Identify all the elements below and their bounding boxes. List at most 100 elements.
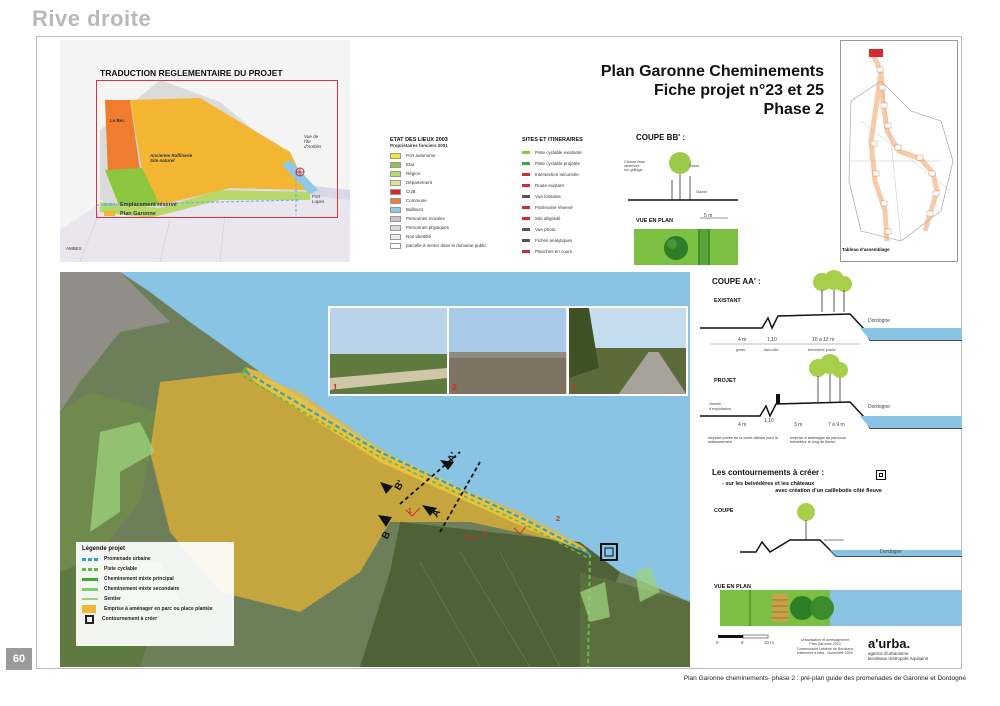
regulatory-map xyxy=(60,40,350,262)
scale-0: 0 xyxy=(716,640,719,645)
legend-swatch xyxy=(390,161,401,168)
marker-view-1: 1 xyxy=(408,508,412,515)
aa-dim-p2: 1,10 xyxy=(764,418,774,424)
legend-label: Patrimoine réservé xyxy=(535,205,573,210)
regulatory-title: TRADUCTION REGLEMENTAIRE DU PROJET xyxy=(100,68,283,78)
bb-plan-label: VUE EN PLAN xyxy=(636,218,673,224)
legend-swatch xyxy=(390,206,401,213)
logo-sub1: agence d'urbanisme xyxy=(868,651,909,656)
photo-2-image xyxy=(449,308,567,394)
legend-label: Emplacement réservé xyxy=(120,201,177,208)
legend-swatch xyxy=(522,217,530,220)
legend-swatch xyxy=(82,598,98,600)
legend-swatch xyxy=(390,179,401,186)
legend-subtitle: Propriétaires fonciers 2001 xyxy=(390,143,448,148)
assembly-map-drawing xyxy=(848,49,954,242)
photo-1-image xyxy=(330,308,448,394)
contournement-river: Dordogne xyxy=(880,549,902,555)
legend-swatch xyxy=(82,587,98,591)
legend-label: Site dégradé xyxy=(535,216,561,221)
legend-swatch xyxy=(104,203,115,206)
aa-dim-p3: 3 m xyxy=(794,422,803,428)
project-legend-item: Cheminement mixte secondaire xyxy=(82,584,228,594)
title-line1: Plan Garonne Cheminements xyxy=(600,63,824,80)
contournement-icon xyxy=(876,470,886,480)
aa-projet-label: PROJET xyxy=(714,378,737,384)
aa-proj-note: chemin d'exploitation xyxy=(709,402,732,411)
sites-legend: SITES ET ITINERAIRES Piste cyclable exis… xyxy=(522,137,626,257)
legend-swatch xyxy=(82,577,98,581)
contournement-plan-label: VUE EN PLAN xyxy=(714,584,751,590)
legend-item: Non identifié xyxy=(390,232,512,241)
title-line2: Fiche projet n°23 et 25 xyxy=(653,82,824,99)
legend-label: Région xyxy=(406,171,421,176)
legend-plan-garonne: Plan Garonne xyxy=(104,209,177,218)
legend-swatch xyxy=(390,233,401,240)
legend-label: Bailleurs xyxy=(406,207,424,212)
legend-label: Promenade urbaine xyxy=(104,556,151,562)
legend-title: SITES ET ITINERAIRES xyxy=(522,137,583,143)
legend-label: Piste cyclable projetée xyxy=(535,161,581,166)
bb-label-cloture: Clôture lisse observée sur grillage xyxy=(624,160,645,172)
credits-text: Urbanisation et aménagement Plan Garonne… xyxy=(796,638,854,656)
contournement-coupe-label: COUPE xyxy=(714,508,734,514)
legend-item: Personnes physiques xyxy=(390,223,512,232)
legend-swatch xyxy=(522,228,530,231)
legend-swatch xyxy=(522,173,530,176)
marker-view-2: 2 xyxy=(556,516,560,523)
logo-brand: a'urba. xyxy=(868,636,911,651)
legend-item: CUB xyxy=(390,187,512,196)
legend-label: Piste cyclable xyxy=(104,566,138,572)
page-header: Rive droite xyxy=(32,6,152,31)
legend-swatch xyxy=(522,151,530,154)
label-raffinerie: Ancienne Raffinerie Site naturel xyxy=(150,153,193,163)
label-port-lopes: Port Lopes xyxy=(312,194,325,204)
legend-swatch xyxy=(390,170,401,177)
regulatory-legend: Emplacement réservé Plan Garonne xyxy=(104,200,177,218)
label-vue-ambes: Vue de l'île d'Ambès xyxy=(304,134,322,149)
legend-item: Route existant xyxy=(522,180,626,191)
legend-label: Commune xyxy=(406,198,427,203)
legend-label: Planches en cours xyxy=(535,249,573,254)
legend-label: Vue photo xyxy=(535,227,556,232)
project-legend-item: Piste cyclable xyxy=(82,564,228,574)
legend-swatch xyxy=(522,206,530,209)
bb-label-width: 5 m xyxy=(704,213,713,219)
legend-label: Route existant xyxy=(535,183,564,188)
bb-label-gazon: Gazon xyxy=(696,190,708,194)
legend-label: Etat xyxy=(406,162,415,167)
legend-title: ETAT DES LIEUX 2003 xyxy=(390,137,448,143)
legend-item: Port autonome xyxy=(390,151,512,160)
scale-10: 10 m xyxy=(764,640,775,645)
contournements-title: Les contournements à créer : xyxy=(712,468,825,477)
legend-label: CUB xyxy=(406,189,416,194)
legend-label: Non identifié xyxy=(406,234,432,239)
legend-emplacement: Emplacement réservé xyxy=(104,200,177,209)
legend-swatch xyxy=(522,184,530,187)
contournements-line3: avec création d'un caillebotis côté fleu… xyxy=(775,488,882,494)
aa-river-projet: Dordogne xyxy=(868,404,890,410)
legend-item: parcelle à verser dans le domaine public xyxy=(390,241,512,250)
coupe-bb-drawing xyxy=(628,152,738,265)
legend-swatch xyxy=(522,239,530,242)
aa-cap-e2: bas-côté xyxy=(764,348,779,352)
project-legend-item: Promenade urbaine xyxy=(82,554,228,564)
contournement-icon-inner xyxy=(878,472,883,477)
contournement-coupe-drawing xyxy=(740,503,962,557)
legend-item: Planches en cours xyxy=(522,246,626,257)
legend-label: Piste cyclable existante xyxy=(535,150,582,155)
project-legend-item: Contournement à créer xyxy=(82,614,228,624)
aa-cap-e3: belvédère public xyxy=(808,348,836,352)
legend-label: Cheminement mixte secondaire xyxy=(104,586,180,592)
legend-label: parcelle à verser dans le domaine public xyxy=(406,243,487,248)
credits: Urbanisation et aménagement Plan Garonne… xyxy=(786,638,864,656)
title-block: Plan Garonne Cheminements Fiche projet n… xyxy=(601,62,824,119)
legend-item: Région xyxy=(390,169,512,178)
coupe-aa-existant-drawing xyxy=(700,270,962,345)
legend-swatch xyxy=(104,211,115,216)
bb-label-grave: Grave xyxy=(689,164,700,168)
aa-dim-e3: 10 à 12 m xyxy=(812,337,835,343)
